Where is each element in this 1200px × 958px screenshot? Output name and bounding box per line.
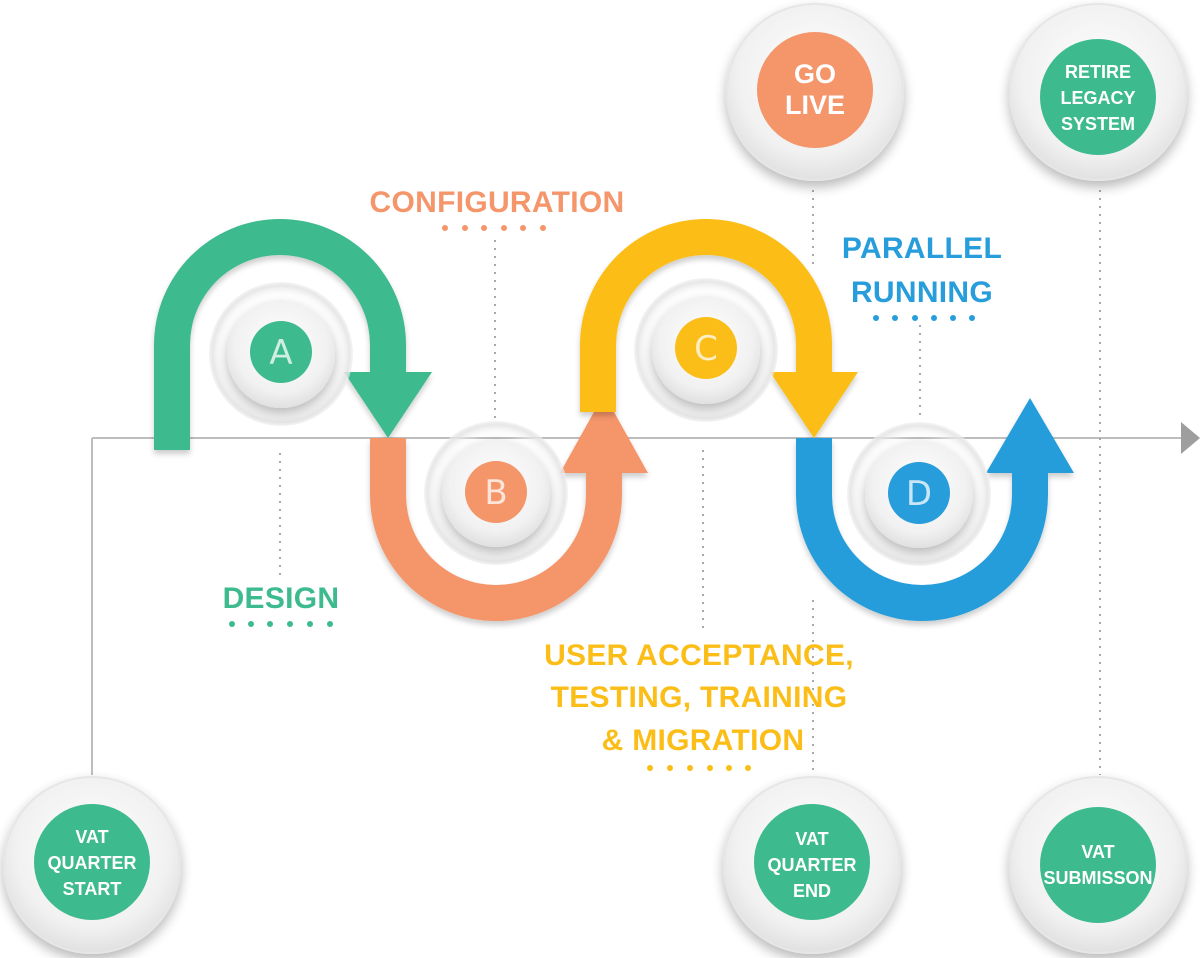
parallel-label-line2: RUNNING — [851, 276, 993, 309]
milestone-vat-quarter-end: VAT QUARTER END — [723, 776, 901, 954]
retire-legacy-line1: RETIRE — [1065, 62, 1131, 82]
axis-arrowhead-icon — [1181, 422, 1200, 454]
vat-quarter-start-line1: VAT — [75, 827, 108, 847]
flow-band-c — [580, 219, 858, 438]
vat-quarter-start-line3: START — [63, 879, 122, 899]
retire-legacy-line3: SYSTEM — [1061, 114, 1135, 134]
step-node-c: C — [634, 278, 778, 422]
vat-quarter-end-line2: QUARTER — [768, 855, 857, 875]
step-letter-a: A — [269, 333, 292, 373]
step-label-uat: USER ACCEPTANCE, TESTING, TRAINING & MIG… — [544, 639, 854, 771]
flow-band-a — [154, 219, 432, 450]
step-marker-b — [465, 461, 527, 523]
dotted-connectors — [279, 190, 1101, 775]
vat-submission-line1: VAT — [1081, 842, 1114, 862]
step-label-design: DESIGN — [223, 582, 340, 627]
configuration-label: CONFIGURATION — [370, 186, 625, 219]
step-letter-b: B — [484, 473, 507, 513]
vat-quarter-start-line2: QUARTER — [48, 853, 137, 873]
vat-quarter-end-line1: VAT — [795, 829, 828, 849]
go-live-line2: LIVE — [785, 90, 845, 120]
step-letter-d: D — [906, 474, 932, 514]
step-node-b: B — [424, 421, 568, 565]
parallel-label-line1: PARALLEL — [842, 232, 1002, 265]
step-marker-d — [888, 462, 950, 524]
vat-quarter-end-line3: END — [793, 881, 831, 901]
retire-legacy-line2: LEGACY — [1060, 88, 1135, 108]
milestone-go-live: GO LIVE — [726, 3, 904, 181]
milestone-retire-legacy-system: RETIRE LEGACY SYSTEM — [1009, 3, 1187, 181]
uat-label-line1: USER ACCEPTANCE, — [544, 639, 854, 672]
go-live-line1: GO — [794, 59, 836, 89]
vat-submission-line2: SUBMISSON — [1043, 868, 1152, 888]
timeline-axis — [91, 422, 1200, 775]
design-label: DESIGN — [223, 582, 340, 615]
step-label-parallel-running: PARALLEL RUNNING — [842, 232, 1002, 321]
step-marker-a — [250, 321, 312, 383]
uat-label-line2: TESTING, TRAINING — [551, 681, 848, 714]
step-node-d: D — [847, 422, 991, 566]
step-marker-c — [675, 317, 737, 379]
step-label-configuration: CONFIGURATION — [370, 186, 625, 231]
milestone-vat-quarter-start: VAT QUARTER START — [3, 776, 181, 954]
uat-label-line3: & MIGRATION — [602, 724, 805, 757]
milestone-vat-submission: VAT SUBMISSON — [1009, 776, 1187, 954]
step-node-a: A — [209, 282, 353, 426]
step-letter-c: C — [694, 329, 718, 369]
flow-band-d — [796, 398, 1074, 621]
flow-band-b — [370, 394, 648, 621]
